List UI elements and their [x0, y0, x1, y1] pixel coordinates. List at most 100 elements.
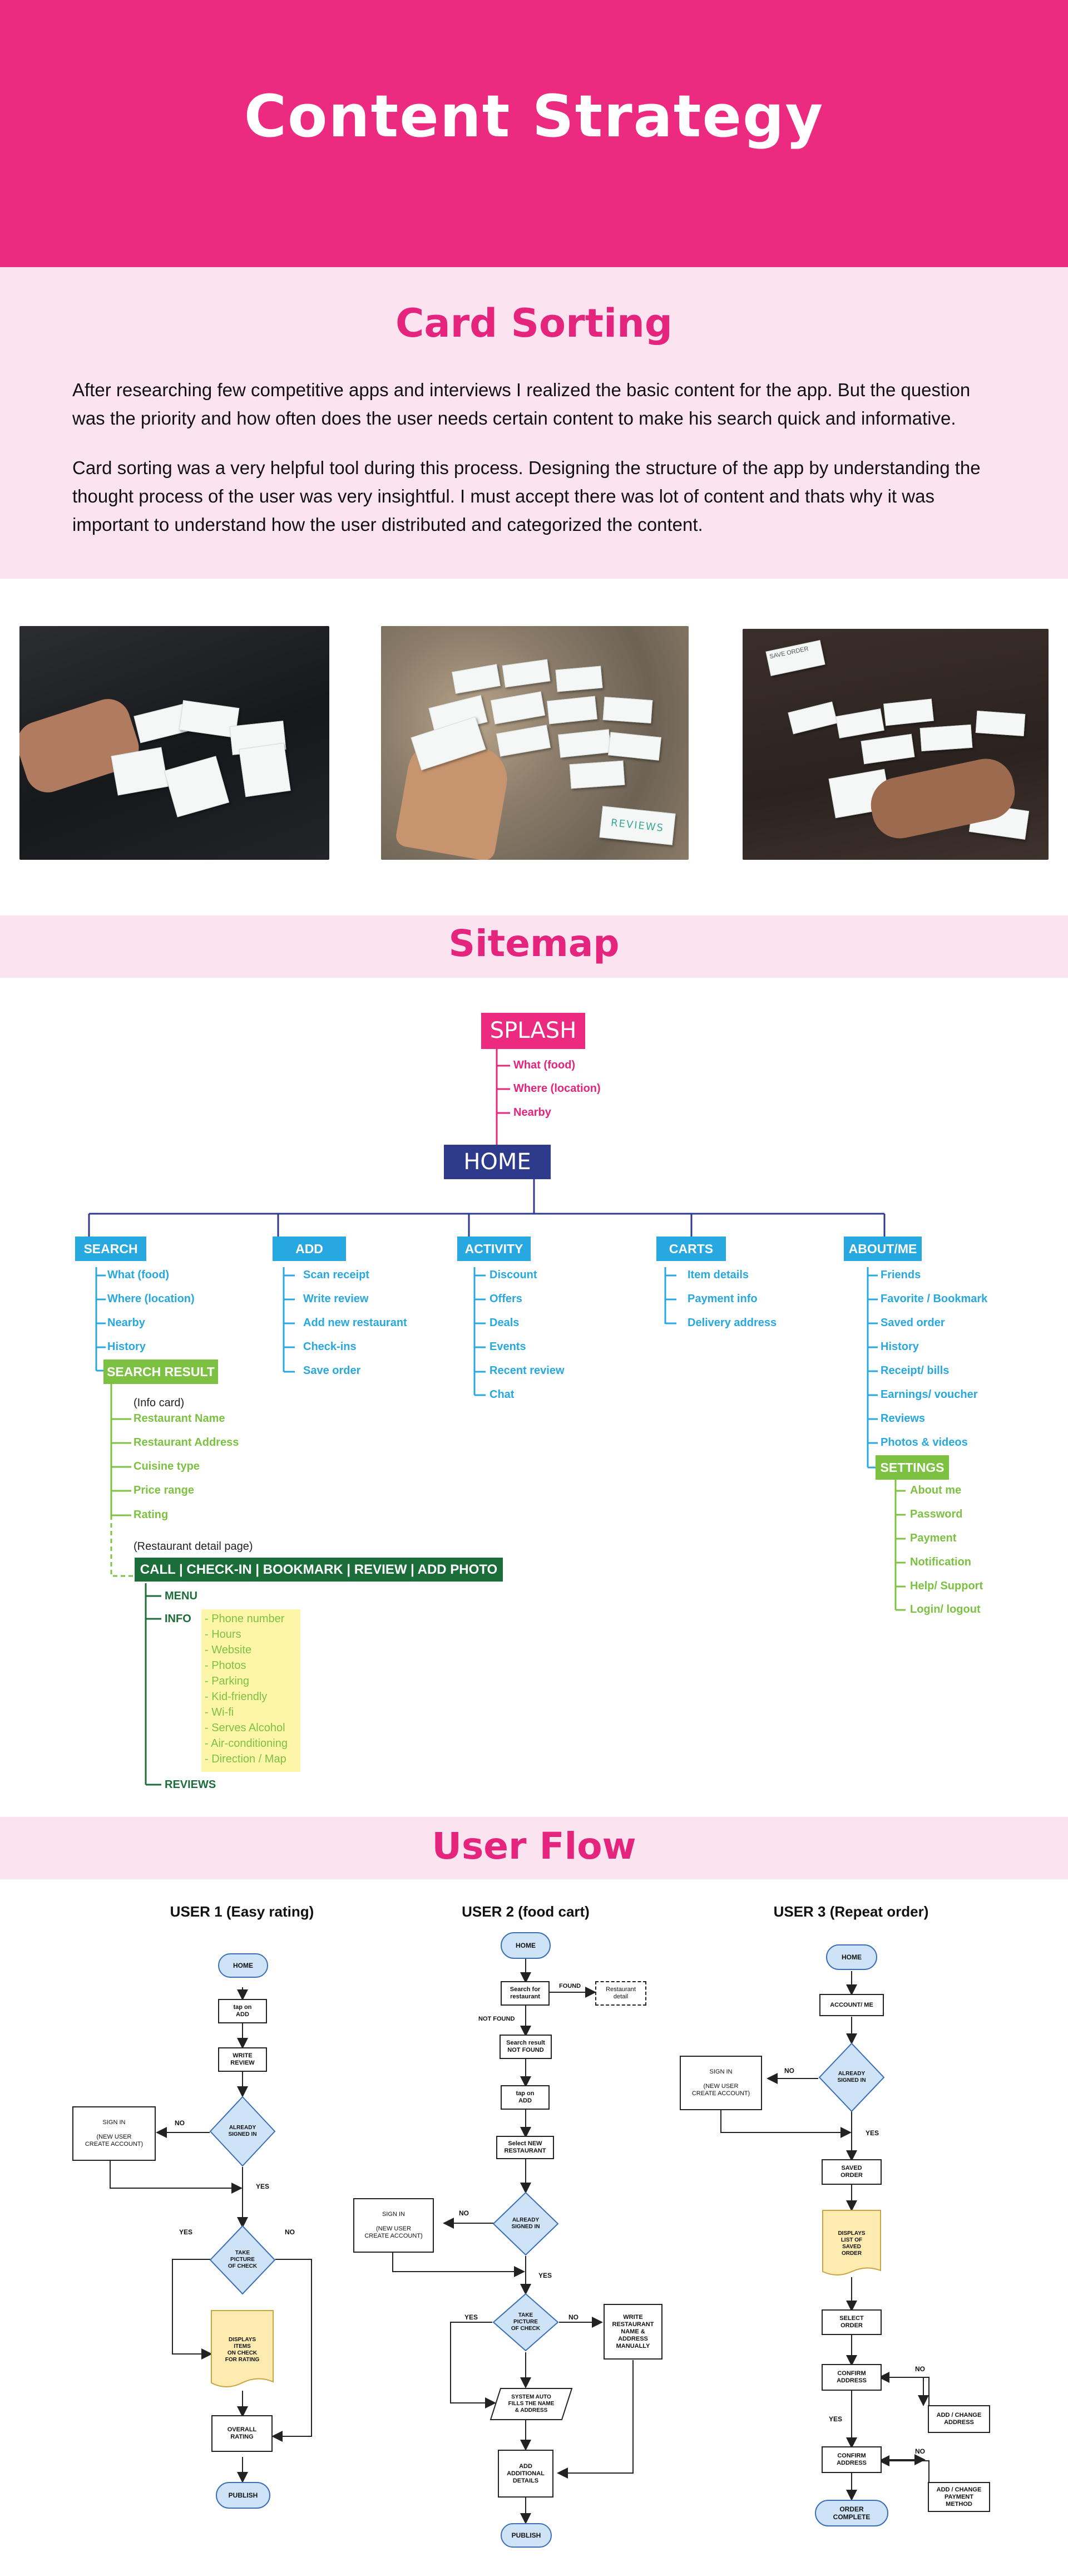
u2-tap-add: tap on ADD: [501, 2085, 550, 2110]
settings-item: Notification: [910, 1556, 971, 1568]
u1-take-picture-decision: TAKE PICTURE OF CHECK: [209, 2225, 276, 2295]
u3-no-label-2: NO: [915, 2365, 925, 2373]
settings-item: Payment: [910, 1532, 957, 1544]
page-title: Content Strategy: [244, 82, 824, 150]
u3-no-label: NO: [784, 2067, 794, 2075]
add-item: Save order: [303, 1365, 361, 1377]
u2-take-picture-decision: TAKE PICTURE OF CHECK: [492, 2293, 559, 2352]
activity-item: Deals: [490, 1317, 520, 1329]
about-item: Receipt/ bills: [881, 1365, 950, 1377]
hero-banner: Content Strategy: [0, 0, 1068, 267]
carts-item: Item details: [688, 1269, 749, 1281]
u1-no-label: NO: [175, 2119, 185, 2127]
u2-auto-fills-label: SYSTEM AUTO FILLS THE NAME & ADDRESS: [508, 2394, 555, 2414]
user1-title: USER 1 (Easy rating): [170, 1903, 314, 1920]
decision-diamond: [492, 2191, 559, 2256]
card-sorting-photo-3: SAVE ORDER: [743, 629, 1049, 860]
detail-menu: MENU: [165, 1590, 197, 1602]
sort-card: [883, 698, 934, 726]
u2-signed-in-label: ALREADY SIGNED IN: [511, 2217, 540, 2230]
info-item: - Parking: [205, 1675, 250, 1687]
search-item: History: [107, 1341, 146, 1353]
sort-card-save-order: SAVE ORDER: [765, 640, 825, 676]
u1-home: HOME: [218, 1953, 268, 1978]
sort-card: [558, 729, 611, 758]
sitemap-add: ADD: [273, 1237, 346, 1261]
io-shape: [490, 2388, 573, 2420]
u3-displays-label: DISPLAYS LIST OF SAVED ORDER: [838, 2230, 866, 2257]
carts-item: Payment info: [688, 1293, 758, 1305]
info-item: - Website: [205, 1644, 252, 1656]
u2-add-details: ADD ADDITIONAL DETAILS: [498, 2450, 553, 2498]
u2-select-new: Select NEW RESTAURANT: [496, 2136, 554, 2159]
info-item: - Phone number: [205, 1613, 285, 1625]
flow-connectors: [110, 1959, 929, 2524]
info-items-note: - Phone number - Hours - Website - Photo…: [201, 1609, 300, 1772]
about-item: Reviews: [881, 1412, 926, 1425]
u3-home: HOME: [826, 1944, 877, 1970]
u3-account: ACCOUNT/ ME: [819, 1994, 884, 2016]
splash-item: Where (location): [513, 1082, 601, 1095]
u3-add-change-payment: ADD / CHANGE PAYMENT METHOD: [928, 2482, 990, 2512]
u2-signed-in-decision: ALREADY SIGNED IN: [492, 2191, 559, 2256]
activity-item: Recent review: [490, 1365, 565, 1377]
info-item: - Hours: [205, 1628, 241, 1641]
u3-confirm-address-2: CONFIRM ADDRESS: [822, 2446, 882, 2473]
sort-card: [919, 724, 973, 752]
result-item: Price range: [134, 1484, 194, 1496]
user3-title: USER 3 (Repeat order): [773, 1903, 929, 1920]
info-item: - Direction / Map: [205, 1753, 286, 1765]
about-item: Favorite / Bookmark: [881, 1293, 988, 1305]
u1-signed-in-label: ALREADY SIGNED IN: [228, 2125, 257, 2137]
sitemap-connectors: [88, 1049, 906, 1786]
u2-no-label: NO: [459, 2209, 469, 2217]
sort-card: [835, 708, 884, 738]
sort-card: [496, 725, 551, 757]
sort-card: [547, 696, 597, 725]
u1-displays-label: DISPLAYS ITEMS ON CHECK FOR RATING: [225, 2336, 260, 2363]
u1-signed-in-decision: ALREADY SIGNED IN: [209, 2096, 276, 2167]
u2-yes-label-2: YES: [464, 2313, 478, 2321]
card-sorting-paragraph-1: After researching few competitive apps a…: [72, 380, 971, 428]
carts-item: Delivery address: [688, 1317, 777, 1329]
decision-diamond: [818, 2042, 885, 2112]
result-item: Restaurant Address: [134, 1436, 239, 1449]
document-shape: [211, 2310, 274, 2387]
sitemap-activity: ACTIVITY: [457, 1237, 531, 1261]
sort-card: [452, 664, 501, 694]
sort-card: [569, 760, 625, 789]
u2-not-found-label: NOT FOUND: [478, 2016, 515, 2022]
u2-write-manual: WRITE RESTAURANT NAME & ADDRESS MANUALLY: [604, 2304, 662, 2360]
u2-auto-fills: SYSTEM AUTO FILLS THE NAME & ADDRESS: [490, 2387, 573, 2421]
sort-card: [490, 691, 546, 725]
sitemap-about: ABOUT/ME: [844, 1237, 922, 1261]
splash-item: What (food): [513, 1059, 576, 1071]
u1-yes-label: YES: [256, 2183, 270, 2190]
u3-add-change-address: ADD / CHANGE ADDRESS: [928, 2405, 990, 2433]
document-shape: [822, 2210, 881, 2275]
u3-order-complete: ORDER COMPLETE: [815, 2500, 888, 2526]
decision-diamond: [492, 2293, 559, 2352]
u1-no-label-2: NO: [285, 2228, 295, 2236]
u2-found-label: FOUND: [559, 1983, 581, 1989]
sitemap-splash: SPLASH: [481, 1013, 585, 1049]
settings-item: About me: [910, 1484, 962, 1496]
card-sorting-paragraph-2: Card sorting was a very helpful tool dur…: [72, 457, 981, 535]
u2-yes-label: YES: [538, 2272, 552, 2279]
sitemap-band: Sitemap: [0, 915, 1068, 978]
u3-sign-in: SIGN IN (NEW USER CREATE ACCOUNT): [680, 2056, 762, 2110]
u2-search-result: Search result NOT FOUND: [500, 2035, 552, 2059]
settings-item: Help/ Support: [910, 1580, 983, 1592]
add-item: Add new restaurant: [303, 1317, 407, 1329]
sort-card: [861, 733, 915, 765]
info-item: - Photos: [205, 1659, 246, 1672]
result-item: Cuisine type: [134, 1460, 200, 1472]
about-item: History: [881, 1341, 919, 1353]
sort-card-reviews: REVIEWS: [599, 806, 676, 845]
u1-sign-in: SIGN IN (NEW USER CREATE ACCOUNT): [72, 2106, 156, 2161]
u3-confirm-address: CONFIRM ADDRESS: [822, 2364, 882, 2391]
decision-diamond: [209, 2096, 276, 2167]
sort-card: [602, 697, 653, 723]
search-item: Where (location): [107, 1293, 195, 1305]
info-item: - Serves Alcohol: [205, 1722, 285, 1734]
